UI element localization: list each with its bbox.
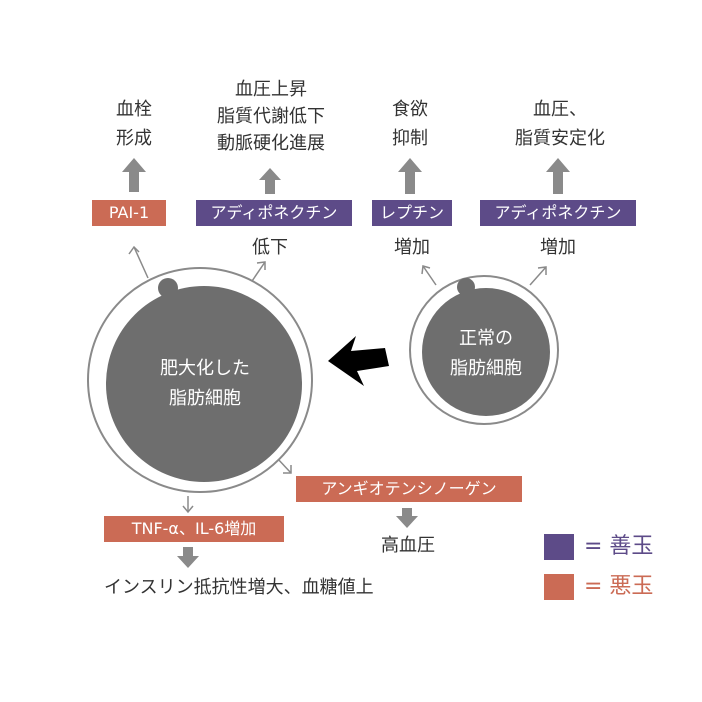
hypertrophic-cell-label: 肥大化した 脂肪細胞 <box>160 358 250 409</box>
outcome-hypertension: 高血圧 <box>381 535 435 556</box>
label-tnf: TNF-α、IL-6増加 <box>104 516 284 542</box>
label-angiotensinogen: アンギオテンシノーゲン <box>296 476 522 502</box>
label-adiponectin-high: アディポネクチン <box>480 200 636 226</box>
legend-good-swatch <box>544 534 574 560</box>
up-arrow-thrombosis <box>122 158 146 192</box>
thin-arrow-adiponectin-high <box>529 266 547 286</box>
thin-arrow-pai1 <box>133 246 149 279</box>
label-adiponectin-low: アディポネクチン <box>196 200 352 226</box>
thin-arrow-leptin <box>422 265 437 286</box>
thin-arrow-angiotensinogen <box>276 457 292 474</box>
hypertrophic-cell-nucleus <box>158 278 178 298</box>
state-decrease: 低下 <box>252 237 288 258</box>
up-arrow-stabilize <box>546 158 570 194</box>
outcome-insulin: インスリン抵抗性増大、血糖値上 <box>104 577 374 598</box>
transition-arrow <box>328 336 389 386</box>
up-arrow-appetite <box>398 158 422 194</box>
hypertrophic-cell-body <box>106 286 302 482</box>
effect-thrombosis: 血栓 形成 <box>116 99 152 149</box>
legend-good-label: = 善玉 <box>584 534 654 559</box>
normal-cell-body <box>422 288 550 416</box>
effect-appetite: 食欲 抑制 <box>392 99 428 149</box>
label-leptin: レプチン <box>372 200 452 226</box>
legend-bad-label: = 悪玉 <box>584 574 654 599</box>
normal-cell-label: 正常の 脂肪細胞 <box>450 328 522 379</box>
up-arrow-bp <box>259 168 281 194</box>
normal-cell-nucleus <box>457 278 475 296</box>
down-arrow-insulin <box>177 547 199 568</box>
effect-stabilize: 血圧、 脂質安定化 <box>515 99 605 149</box>
effect-bp-rise: 血圧上昇 脂質代謝低下 動脈硬化進展 <box>217 79 325 154</box>
label-pai1: PAI-1 <box>92 200 166 226</box>
legend-bad-swatch <box>544 574 574 600</box>
state-increase-adiponectin: 増加 <box>540 237 576 258</box>
state-increase-leptin: 増加 <box>394 237 430 258</box>
down-arrow-hypertension <box>396 508 418 528</box>
